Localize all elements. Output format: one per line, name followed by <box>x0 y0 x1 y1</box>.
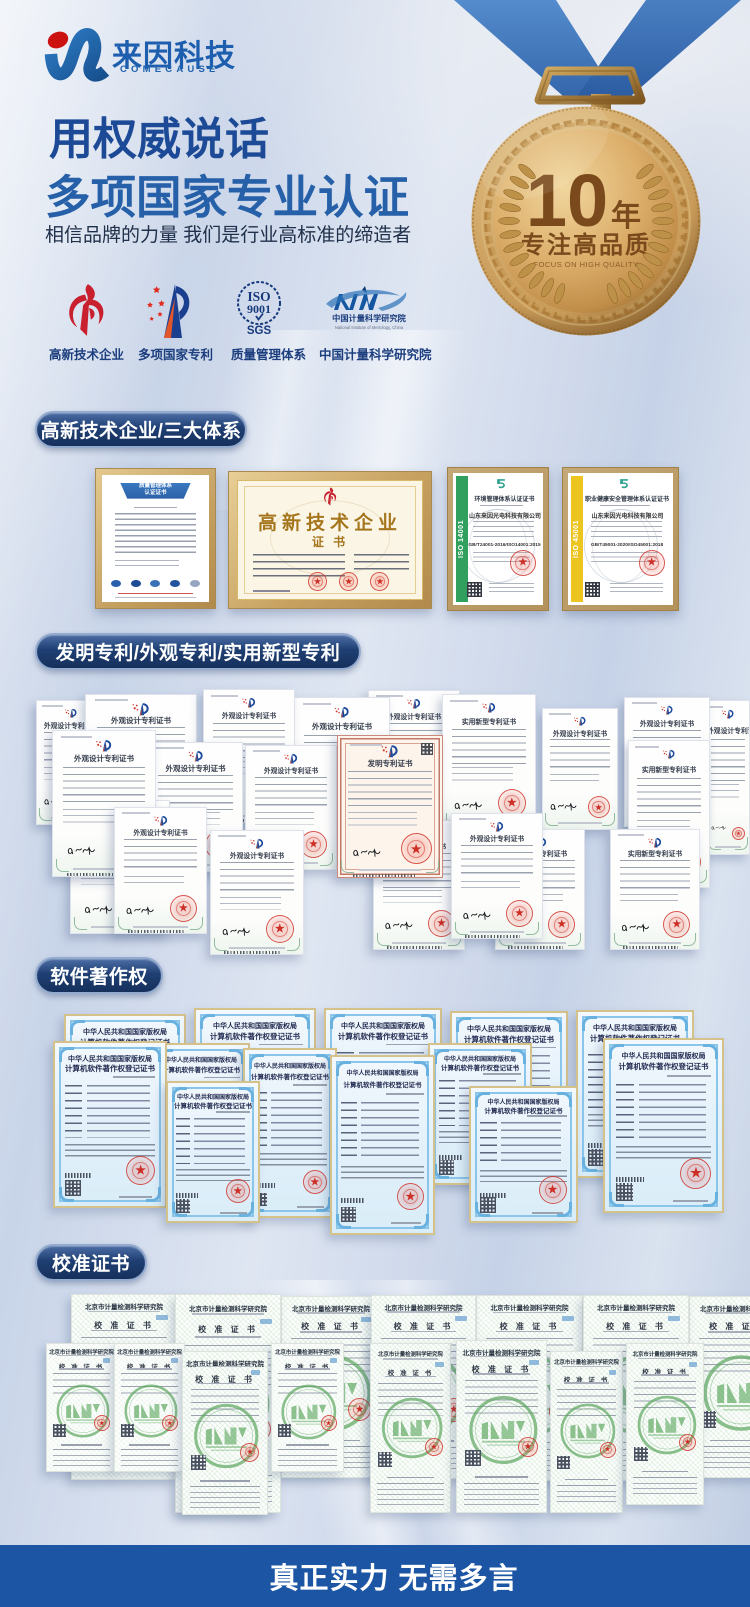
svg-text:9001: 9001 <box>247 302 271 316</box>
svg-text:National Institute of Metrolog: National Institute of Metrology, China <box>335 325 404 330</box>
svg-text:ISO: ISO <box>247 289 270 304</box>
svg-text:中国计量科学研究院: 中国计量科学研究院 <box>332 313 407 323</box>
svg-text:SGS: SGS <box>247 325 272 337</box>
